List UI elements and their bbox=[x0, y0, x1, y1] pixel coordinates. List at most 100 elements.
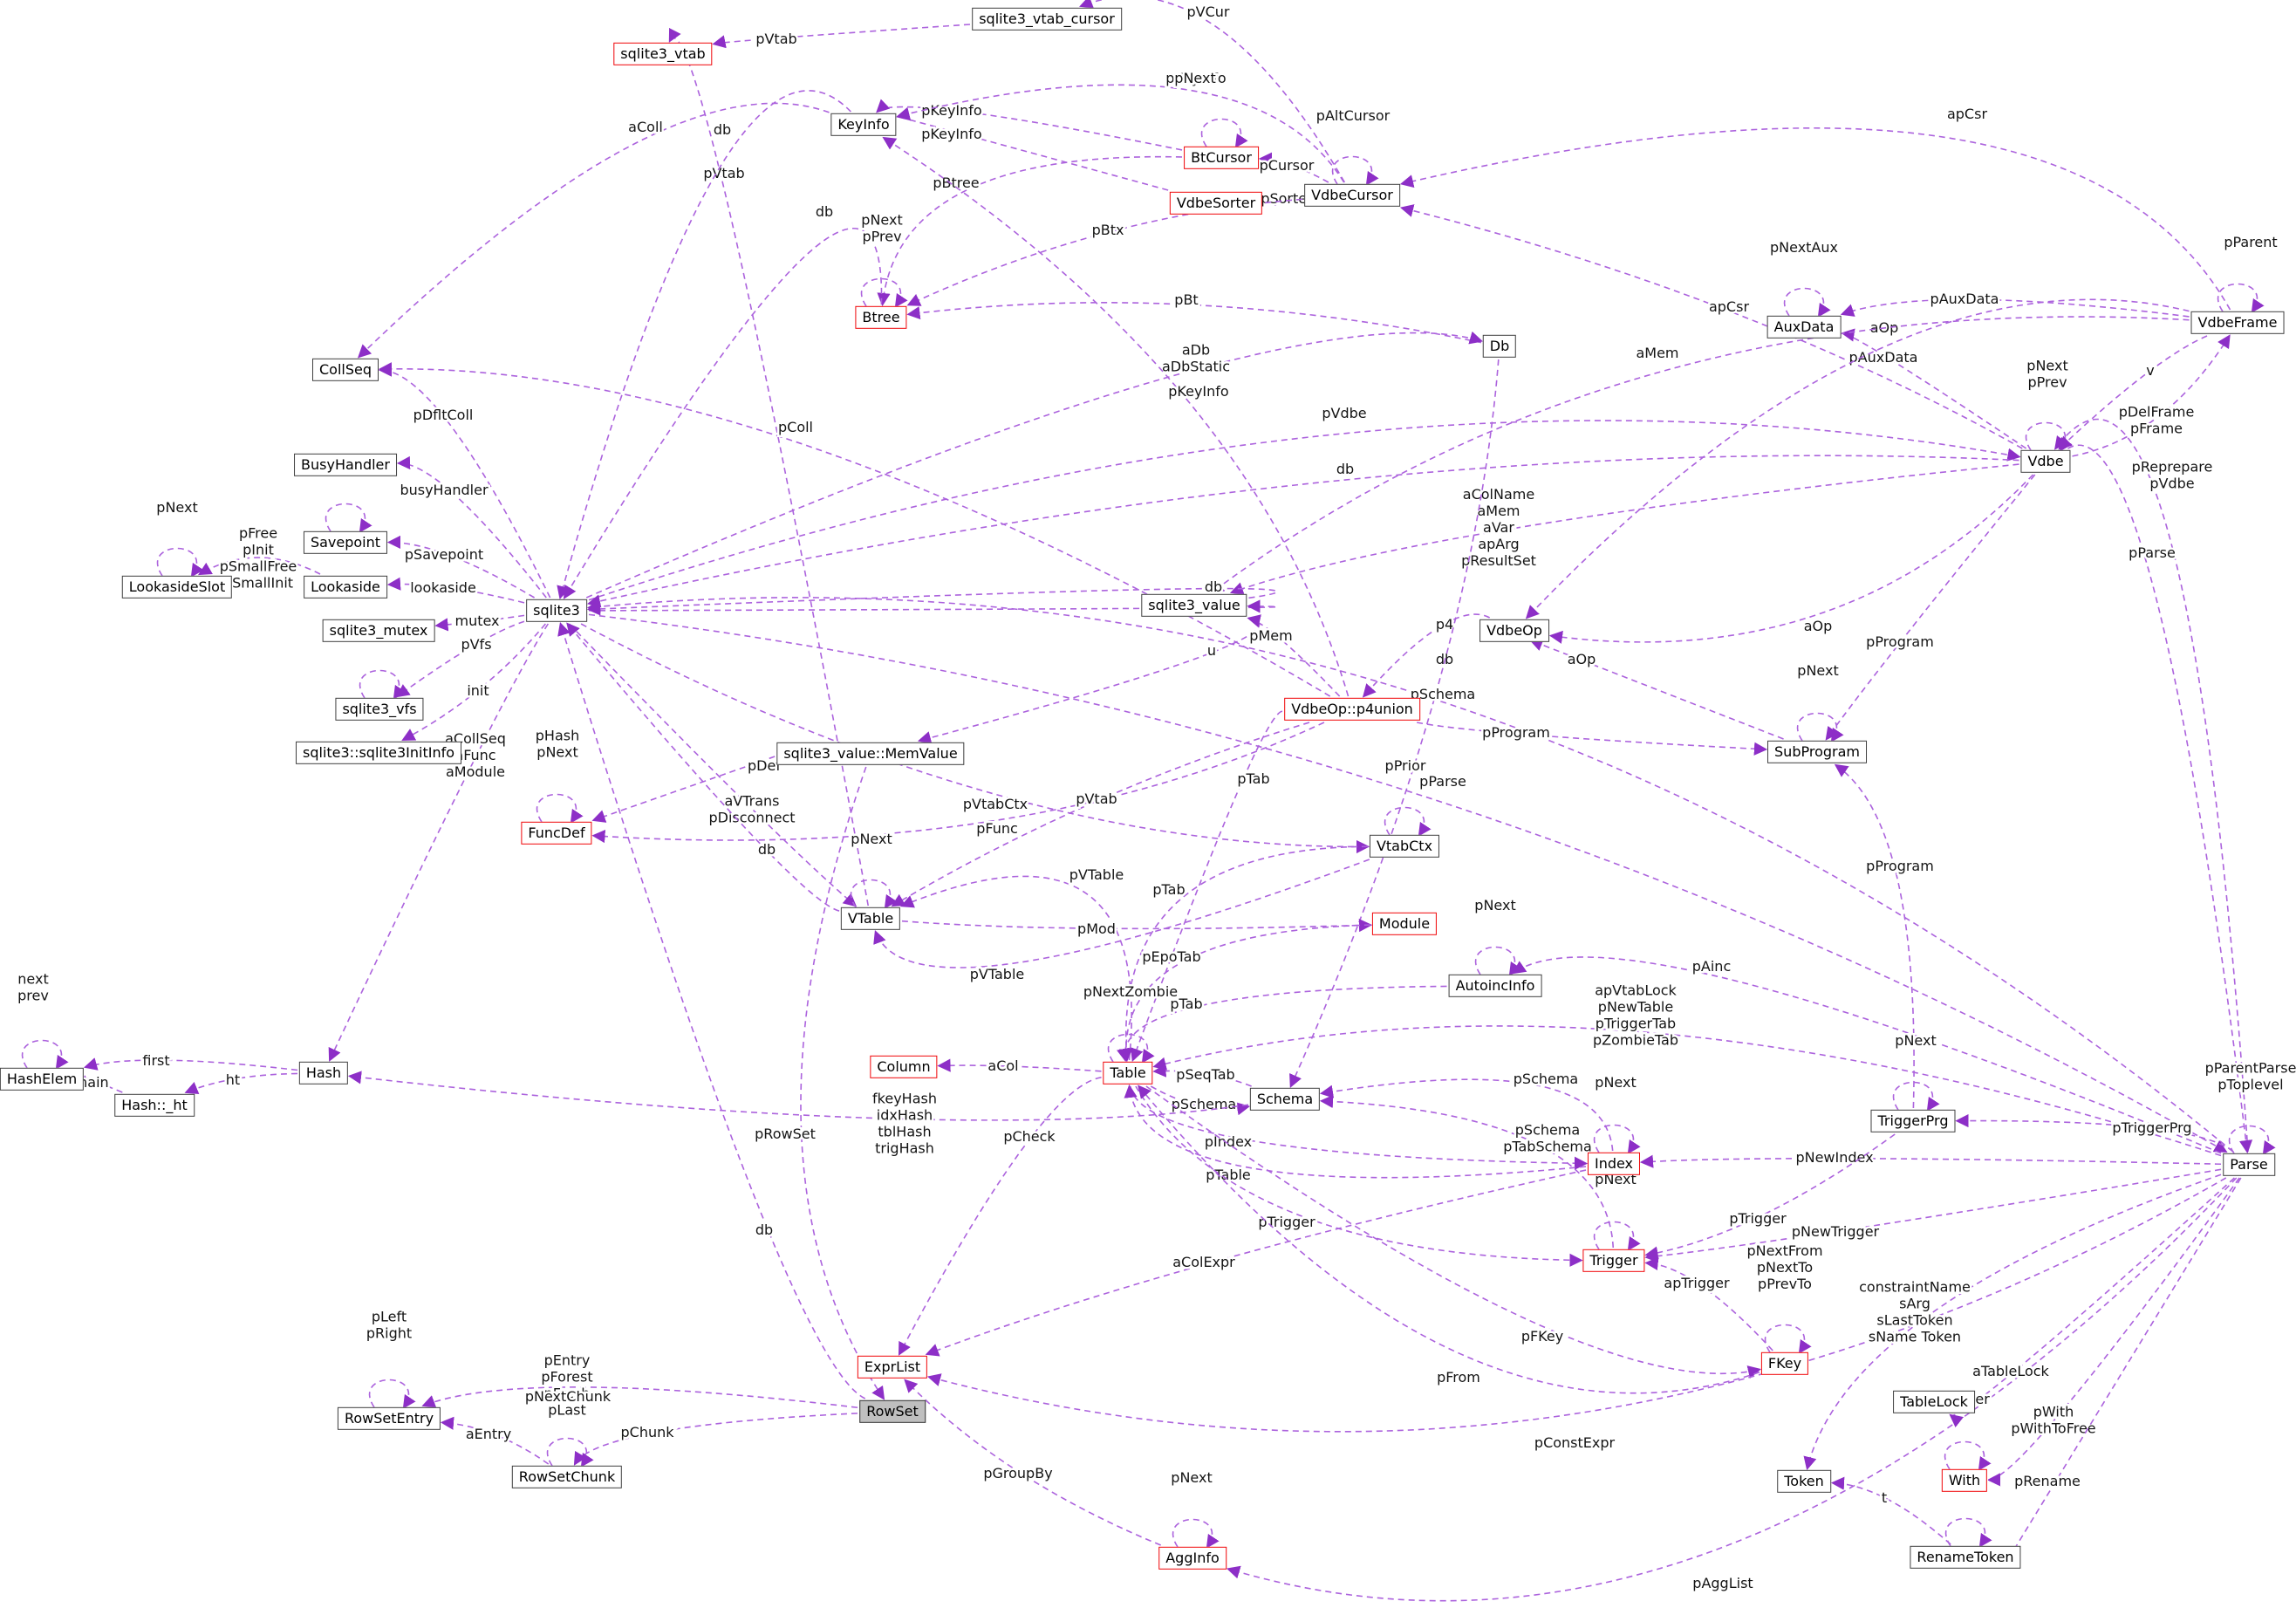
node-lookaside[interactable]: Lookaside bbox=[304, 575, 387, 599]
edge-label-pVfs: pVfs bbox=[461, 636, 491, 653]
node-with[interactable]: With bbox=[1941, 1468, 1988, 1493]
edge-label-pBtree: pBtree bbox=[933, 174, 979, 191]
node-table[interactable]: Table bbox=[1103, 1061, 1153, 1085]
edge-VdbeOp::p4union-sqlite3_value bbox=[1247, 614, 1341, 697]
edge-RenameToken-Token bbox=[1830, 1476, 1951, 1545]
edge-Parse-Vdbe bbox=[2053, 418, 2249, 1153]
node-trigger[interactable]: Trigger bbox=[1582, 1249, 1645, 1273]
edge-Lookaside-LookasideSlot bbox=[197, 557, 321, 576]
edge-label-pNewTrigger: pNewTrigger bbox=[1792, 1223, 1880, 1240]
edge-AutoincInfo-Table bbox=[1117, 985, 1447, 1063]
node-tablelock[interactable]: TableLock bbox=[1893, 1390, 1975, 1414]
node-parse[interactable]: Parse bbox=[2223, 1153, 2275, 1177]
edge-label-first: first bbox=[142, 1052, 169, 1069]
node-sqlite3-vfs[interactable]: sqlite3_vfs bbox=[335, 697, 424, 722]
node-sqlite3-sqlite3initinfo[interactable]: sqlite3::sqlite3InitInfo bbox=[296, 741, 461, 765]
node-btcursor[interactable]: BtCursor bbox=[1184, 146, 1259, 170]
edge-label-pConstExpr: pConstExpr bbox=[1534, 1434, 1616, 1451]
node-sqlite3[interactable]: sqlite3 bbox=[526, 599, 587, 623]
self-edge-Savepoint bbox=[325, 503, 372, 533]
self-edge-label-pParent: pParent bbox=[2224, 234, 2277, 250]
edge-Vdbe-SubProgram bbox=[1825, 474, 2036, 741]
edge-label-pColl: pColl bbox=[778, 419, 813, 435]
edge-label-pTriggerPrg: pTriggerPrg bbox=[2112, 1119, 2191, 1136]
node-hash-ht[interactable]: Hash::_ht bbox=[114, 1093, 195, 1118]
node-busyhandler[interactable]: BusyHandler bbox=[294, 453, 397, 477]
edge-label-pAinc: pAinc bbox=[1692, 958, 1731, 975]
edge-label-v: v bbox=[2146, 362, 2154, 379]
node-index[interactable]: Index bbox=[1587, 1152, 1641, 1176]
node-vtable[interactable]: VTable bbox=[840, 907, 901, 931]
edge-label-pTrigger: pTrigger bbox=[1258, 1214, 1315, 1230]
edge-label-db: db bbox=[816, 203, 833, 220]
edge-label-pTab: pTab bbox=[1170, 996, 1202, 1012]
node-fkey[interactable]: FKey bbox=[1760, 1351, 1809, 1376]
edge-RowSet-RowSetChunk bbox=[573, 1413, 858, 1466]
edge-label-pTable: pTable bbox=[1206, 1167, 1251, 1183]
node-funcdef[interactable]: FuncDef bbox=[521, 821, 592, 845]
self-edge-SubProgram bbox=[1796, 712, 1844, 742]
edge-Vdbe-AuxData bbox=[1841, 328, 2027, 449]
node-sqlite3-vtab-cursor[interactable]: sqlite3_vtab_cursor bbox=[972, 7, 1122, 31]
node-hash[interactable]: Hash bbox=[298, 1061, 349, 1085]
node-agginfo[interactable]: AggInfo bbox=[1158, 1546, 1227, 1570]
self-edge-label-pNext: pNext bbox=[1474, 897, 1515, 913]
edge-label-pFunc: pFunc bbox=[976, 820, 1018, 837]
node-column[interactable]: Column bbox=[870, 1055, 938, 1079]
edge-label-aOp: aOp bbox=[1568, 651, 1596, 667]
node-token[interactable]: Token bbox=[1777, 1469, 1831, 1494]
edge-label-pSavepoint: pSavepoint bbox=[405, 546, 483, 563]
node-collseq[interactable]: CollSeq bbox=[311, 358, 379, 382]
node-exprlist[interactable]: ExprList bbox=[857, 1355, 928, 1379]
edge-VdbeFrame-AuxData bbox=[1840, 298, 2190, 318]
node-lookasideslot[interactable]: LookasideSlot bbox=[121, 575, 233, 599]
self-edge-HashElem bbox=[21, 1039, 69, 1070]
node-savepoint[interactable]: Savepoint bbox=[303, 530, 388, 555]
edge-sqlite3_value-sqlite3 bbox=[586, 587, 1278, 616]
node-sqlite3-value[interactable]: sqlite3_value bbox=[1141, 593, 1247, 618]
node-rowsetentry[interactable]: RowSetEntry bbox=[337, 1406, 441, 1431]
edge-label-db: db bbox=[714, 121, 731, 138]
self-edge-TriggerPrg bbox=[1892, 1081, 1940, 1112]
self-edge-RowSetChunk bbox=[546, 1437, 594, 1468]
node-rowsetchunk[interactable]: RowSetChunk bbox=[511, 1465, 623, 1489]
node-module[interactable]: Module bbox=[1371, 912, 1438, 936]
node-triggerprg[interactable]: TriggerPrg bbox=[1870, 1109, 1956, 1133]
node-auxdata[interactable]: AuxData bbox=[1766, 315, 1842, 339]
edge-VdbeOp::p4union-KeyInfo bbox=[882, 136, 1350, 697]
node-renametoken[interactable]: RenameToken bbox=[1910, 1545, 2021, 1570]
node-vdbeframe[interactable]: VdbeFrame bbox=[2190, 311, 2285, 335]
node-vtabctx[interactable]: VtabCtx bbox=[1369, 834, 1440, 859]
node-vdbesorter[interactable]: VdbeSorter bbox=[1169, 191, 1263, 216]
self-edge-Parse bbox=[2228, 1125, 2276, 1155]
node-vdbe[interactable]: Vdbe bbox=[2020, 449, 2071, 474]
node-vdbeop-p4union[interactable]: VdbeOp::p4union bbox=[1284, 697, 1420, 722]
node-sqlite3-vtab[interactable]: sqlite3_vtab bbox=[613, 42, 713, 66]
self-edge-Btree bbox=[860, 277, 908, 308]
node-vdbeop[interactable]: VdbeOp bbox=[1479, 619, 1549, 643]
node-sqlite3-mutex[interactable]: sqlite3_mutex bbox=[322, 619, 435, 643]
node-keyinfo[interactable]: KeyInfo bbox=[830, 113, 897, 137]
node-autoincinfo[interactable]: AutoincInfo bbox=[1448, 974, 1542, 998]
node-schema[interactable]: Schema bbox=[1249, 1087, 1321, 1112]
node-vdbecursor[interactable]: VdbeCursor bbox=[1304, 183, 1400, 208]
edge-Table-Index bbox=[1129, 1085, 1589, 1170]
node-btree[interactable]: Btree bbox=[855, 305, 907, 330]
edge-TriggerPrg-SubProgram bbox=[1834, 763, 1915, 1109]
edge-label-pVTable: pVTable bbox=[970, 966, 1024, 982]
node-hashelem[interactable]: HashElem bbox=[0, 1067, 85, 1091]
edge-label-pParse: pParse bbox=[1419, 773, 1466, 790]
node-subprogram[interactable]: SubProgram bbox=[1767, 740, 1867, 764]
node-sqlite3-value-memvalue[interactable]: sqlite3_value::MemValue bbox=[776, 742, 965, 766]
node-db[interactable]: Db bbox=[1482, 334, 1517, 359]
edge-VdbeFrame-Vdbe bbox=[2058, 335, 2208, 450]
self-edge-label-pNext: pNext bbox=[1171, 1469, 1212, 1486]
edge-label-aColExpr: aColExpr bbox=[1172, 1254, 1235, 1270]
